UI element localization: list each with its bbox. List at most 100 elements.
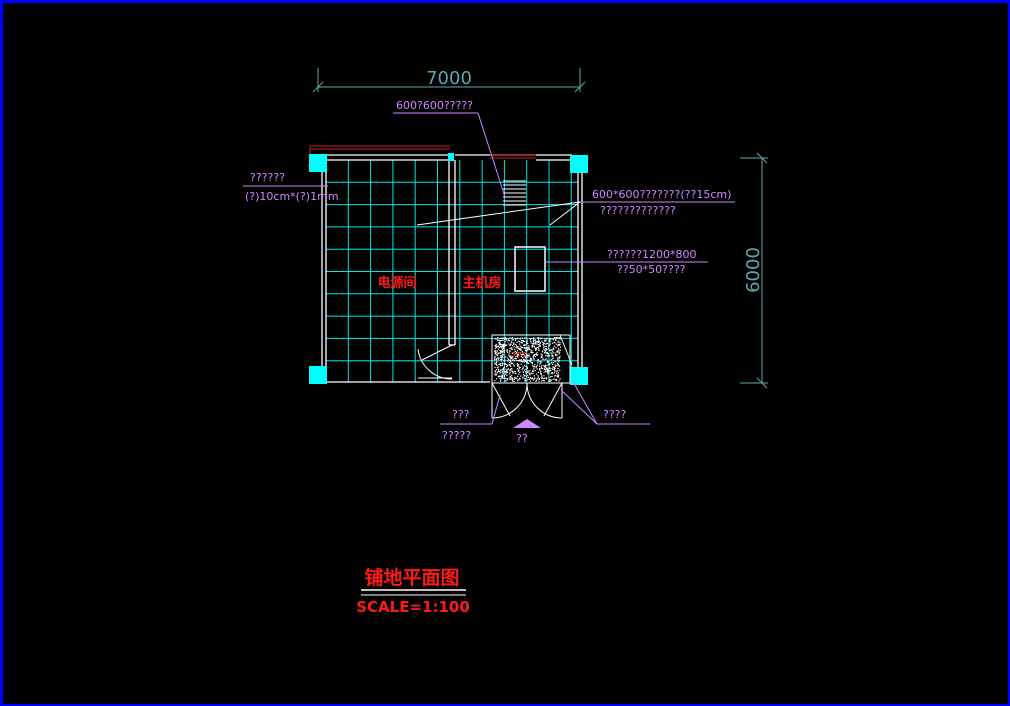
mat-speckle [541,340,543,342]
mat-speckle [495,350,497,352]
mat-speckle [517,364,520,366]
mat-speckle [556,343,558,345]
mat-speckle [557,374,559,376]
mat-speckle [550,352,552,354]
mat-speckle [516,345,518,348]
mat-speckle [538,378,540,380]
mat-speckle [550,379,552,381]
mat-speckle [507,360,509,362]
mat-speckle [510,358,512,360]
mat-speckle [512,358,514,360]
mat-speckle [548,367,550,369]
mat-speckle [502,343,504,345]
ac-unit-label-1: ??????1200*800 [607,248,697,261]
mat-speckle [517,354,519,356]
mat-speckle [532,338,534,340]
mat-speckle [525,365,527,368]
mat-speckle [530,372,532,374]
mat-speckle [518,348,520,350]
mat-speckle [552,338,554,340]
mat-speckle [537,341,539,343]
mat-speckle [503,370,505,372]
ac-unit-label-2: ??50*50???? [617,263,686,276]
mat-speckle [517,375,519,377]
mat-speckle [553,362,555,364]
mat-speckle [537,377,539,379]
mat-speckle [530,378,532,380]
mat-speckle [504,344,506,346]
mat-speckle [557,345,559,347]
mat-speckle [558,344,561,346]
mat-speckle [558,349,560,351]
mat-speckle [503,346,505,348]
mat-speckle [498,344,500,346]
mat-speckle [514,337,516,340]
mat-speckle [499,380,502,382]
mat-speckle [511,356,514,358]
mat-speckle [519,343,521,345]
mat-speckle [503,375,505,377]
mat-speckle [529,338,531,340]
mat-speckle [526,372,528,374]
mat-speckle [550,376,552,378]
mat-speckle [549,349,551,351]
mat-speckle [511,362,513,364]
mat-speckle [512,380,514,382]
mat-speckle [516,363,518,365]
mat-speckle [499,363,501,365]
mat-speckle [507,369,509,371]
mat-speckle [518,373,520,375]
mat-speckle [532,372,534,374]
mat-speckle [534,369,536,372]
mat-speckle [526,343,528,345]
mat-speckle [504,343,506,345]
mat-speckle [497,345,499,347]
mat-speckle [504,341,506,343]
mat-speckle [545,371,547,373]
mat-speckle [524,343,526,346]
mat-speckle [552,342,554,344]
mat-speckle [530,352,533,354]
entrance-door [491,382,563,419]
mat-speckle [548,347,550,349]
mat-speckle [498,370,501,372]
mat-speckle [554,370,556,372]
mat-speckle [502,369,504,371]
mat-speckle [519,341,521,343]
mat-speckle [540,353,542,355]
mat-speckle [532,356,534,358]
mat-speckle [526,355,528,357]
mat-speckle [559,337,561,339]
mat-speckle [537,340,539,342]
mat-speckle [501,346,503,348]
mat-speckle [516,341,518,343]
mat-speckle [513,364,515,366]
mat-speckle [516,351,518,353]
mat-speckle [525,355,527,357]
mat-speckle [532,357,534,359]
mat-speckle [497,339,499,342]
mat-speckle [524,371,527,373]
mat-speckle [538,347,540,349]
mat-speckle [525,378,527,380]
mat-speckle [553,372,555,374]
mat-speckle [509,364,511,366]
mat-speckle [531,370,534,372]
mat-speckle [501,375,503,377]
mat-speckle [557,372,559,374]
mat-speckle [521,346,523,349]
mat-speckle [532,355,535,357]
columns [309,153,588,385]
mat-speckle [510,363,512,365]
mat-speckle [511,370,513,372]
mat-speckle [502,368,504,371]
mat-speckle [502,351,504,353]
mat-speckle [514,372,516,375]
mat-speckle [540,361,542,363]
mat-speckle [533,345,535,347]
mat-speckle [506,339,508,341]
mat-speckle [546,378,548,380]
mat-speckle [527,355,529,357]
mat-speckle [501,358,503,360]
mat-speckle [529,370,531,372]
